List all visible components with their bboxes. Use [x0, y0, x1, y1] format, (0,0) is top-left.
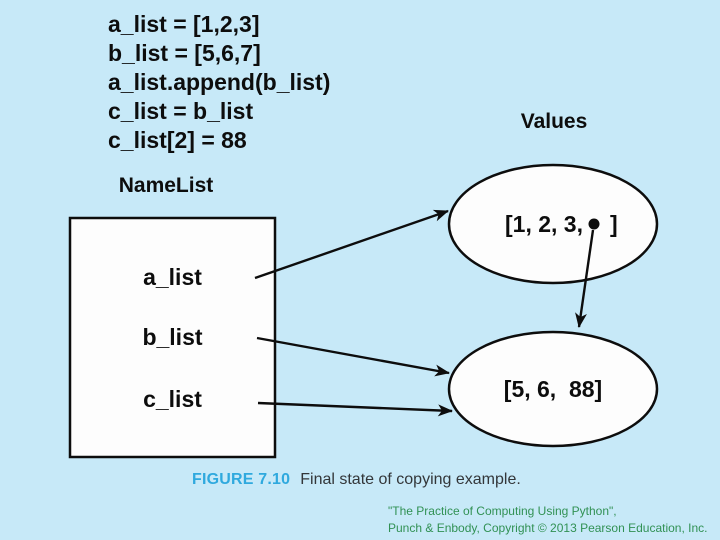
code-line: c_list = b_list	[108, 98, 254, 124]
code-line: c_list[2] = 88	[108, 127, 247, 153]
code-line: a_list = [1,2,3]	[108, 11, 260, 37]
attribution-line-1: "The Practice of Computing Using Python"…	[388, 504, 617, 518]
bottom-list-text: [5, 6, 88]	[503, 376, 603, 402]
name-entry-c-list: c_list	[143, 386, 202, 412]
attribution: "The Practice of Computing Using Python"…	[388, 503, 707, 537]
arrow-dot-to-bottom-ellipse	[575, 229, 595, 328]
code-line: b_list = [5,6,7]	[108, 40, 261, 66]
attribution-line-2: Punch & Enbody, Copyright © 2013 Pearson…	[388, 521, 708, 535]
figure-number-label: FIGURE 7.10	[192, 471, 291, 488]
arrow-a-list-to-top-ellipse	[254, 209, 449, 280]
arrow-c-list-to-bottom-ellipse	[257, 401, 453, 417]
values-ellipse-bottom	[447, 330, 659, 448]
figure-caption: FIGURE 7.10 Final state of copying examp…	[192, 470, 521, 490]
name-entry-b-list: b_list	[142, 324, 203, 350]
figure-caption-text: Final state of copying example.	[300, 471, 521, 488]
namelist-heading: NameList	[118, 174, 214, 197]
values-ellipse-top	[447, 163, 659, 285]
top-list-text-after-dot: ]	[610, 211, 618, 237]
code-line: a_list.append(b_list)	[108, 69, 331, 95]
name-list-box	[68, 216, 277, 459]
values-heading: Values	[520, 110, 588, 133]
arrow-b-list-to-bottom-ellipse	[256, 336, 450, 377]
top-list-text-before-dot: [1, 2, 3,	[505, 211, 583, 237]
list-element-dot-icon	[588, 218, 600, 230]
name-entry-a-list: a_list	[143, 264, 202, 290]
code-block: a_list = [1,2,3] b_list = [5,6,7] a_list…	[108, 10, 330, 155]
